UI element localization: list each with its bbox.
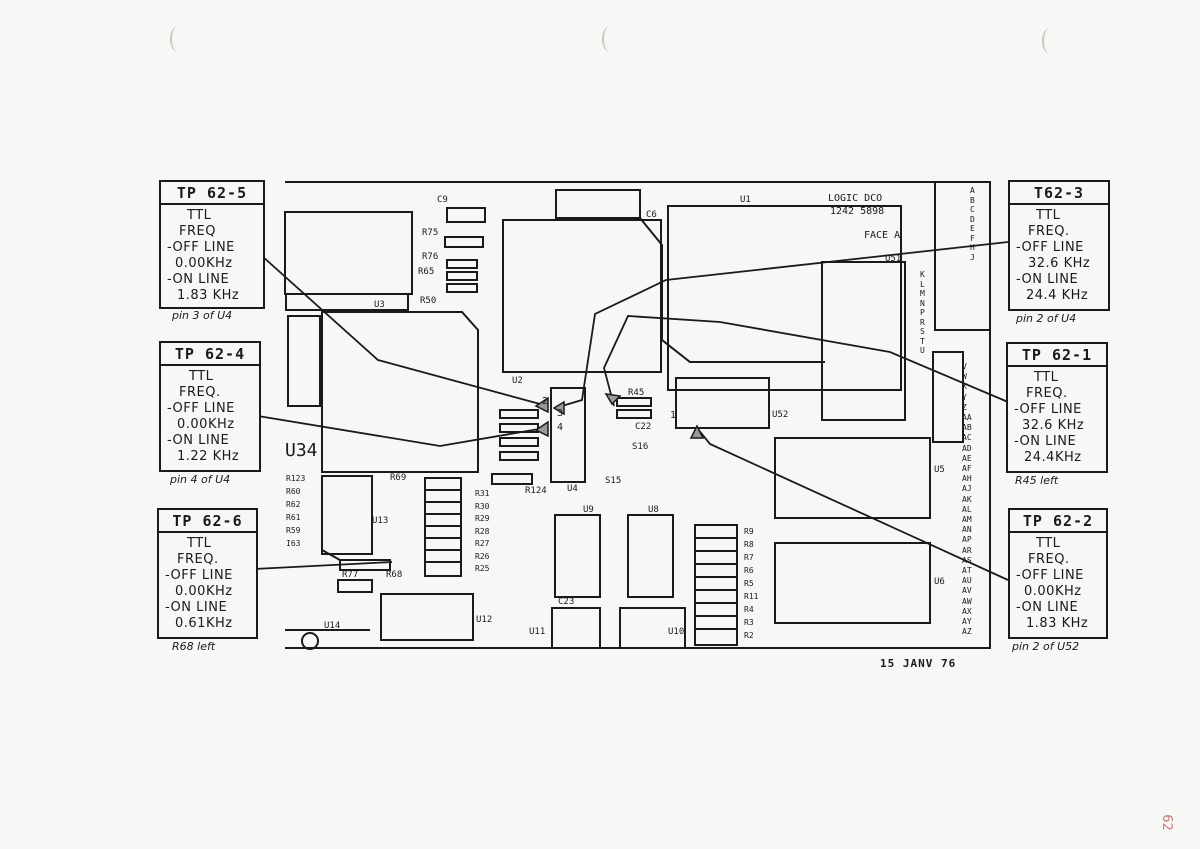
label-r76: R76: [422, 252, 439, 262]
tp62-2-note: pin 2 of U52: [1012, 640, 1080, 653]
label-s15: S15: [605, 476, 622, 486]
label-u34: U34: [285, 440, 318, 461]
chip-u4: [550, 387, 586, 483]
label-u6: U6: [934, 577, 945, 587]
tp62-6-note: R68 left: [172, 640, 216, 653]
label-c22: C22: [635, 422, 652, 432]
label-pin3: 3: [557, 408, 564, 419]
board-date: 15 JANV 76: [880, 657, 957, 670]
label-c23: C23: [558, 597, 575, 607]
label-r77: R77: [342, 570, 359, 580]
chip-u9: [554, 514, 601, 598]
label-r69: R69: [390, 473, 407, 483]
hatch-strip: [285, 293, 409, 311]
chip-u51: [821, 261, 906, 421]
chip-u1: [667, 205, 902, 391]
test-point-tp62-1: TP 62-1 TTL FREQ. -OFF LINE 32.6 KHz -ON…: [1006, 342, 1108, 473]
label-pin4: 4: [557, 422, 564, 433]
label-r45: R45: [628, 388, 645, 398]
leader-tp6: [253, 561, 393, 570]
tp-title: TP 62-4: [161, 343, 259, 366]
test-point-tp62-5: TP 62-5 TTL FREQ -OFF LINE 0.00KHz -ON L…: [159, 180, 265, 309]
resistor-pack-right: [932, 351, 964, 443]
chip-u6: [774, 542, 931, 624]
label-r75: R75: [422, 228, 439, 238]
label-r50: R50: [420, 296, 437, 306]
chip-u52: [675, 377, 770, 429]
leader-tp1: [603, 315, 1009, 407]
tp62-4-note: pin 4 of U4: [170, 473, 231, 486]
label-u8: U8: [648, 505, 659, 515]
board-outline: [285, 181, 991, 649]
resistor-list-right: R9 R8 R7 R6 R5 R11 R4 R3 R2: [744, 527, 759, 640]
chip-u11: [551, 607, 601, 648]
t62-3-note: pin 2 of U4: [1016, 312, 1077, 325]
label-r68: R68: [386, 570, 403, 580]
capacitor-c6: [555, 189, 641, 219]
label-u4: U4: [567, 484, 578, 494]
label-u11: U11: [529, 627, 546, 637]
chip-u12: [380, 593, 474, 641]
label-u10: U10: [668, 627, 685, 637]
label-u14: U14: [324, 621, 341, 631]
test-point-tp62-6: TP 62-6 TTL FREQ. -OFF LINE 0.00KHz -ON …: [157, 508, 258, 639]
test-point-tp62-2: TP 62-2 TTL FREQ. -OFF LINE 0.00KHz -ON …: [1008, 508, 1108, 639]
leader-tp5: [261, 255, 541, 405]
punch-hole-right: [1042, 28, 1058, 54]
label-pin1: 1: [670, 410, 677, 421]
resistor-list-left: R123 R60 R62 R61 R59 I63: [286, 474, 306, 548]
punch-hole-center: [602, 26, 618, 52]
board-face: FACE A: [864, 230, 901, 241]
tp-title: T62-3: [1010, 182, 1108, 205]
test-point-t62-3: T62-3 TTL FREQ. -OFF LINE 32.6 KHz -ON L…: [1008, 180, 1110, 311]
label-u12: U12: [476, 615, 493, 625]
tp-title: TP 62-2: [1010, 510, 1106, 533]
board-title: LOGIC DCO: [828, 193, 883, 204]
label-u1: U1: [740, 195, 751, 205]
margin-mark: 62: [1158, 814, 1174, 831]
resistor-stack-r9-r2: [694, 524, 738, 646]
chip-u34-upper: [284, 211, 413, 295]
label-u2: U2: [512, 376, 523, 386]
resistor-list-mid: R31 R30 R29 R28 R27 R26 R25: [475, 489, 490, 573]
edge-connector-top: A B C D E F H J: [970, 186, 975, 262]
label-r65: R65: [418, 267, 435, 277]
label-c6: C6: [646, 210, 657, 220]
label-u5: U5: [934, 465, 945, 475]
label-u51: U51: [885, 254, 902, 264]
tp62-5-note: pin 3 of U4: [172, 309, 233, 322]
tp-title: TP 62-1: [1008, 344, 1106, 367]
label-c9: C9: [437, 195, 448, 205]
tp62-1-note: R45 left: [1015, 474, 1059, 487]
chip-u3: [321, 311, 479, 473]
label-r124: R124: [525, 486, 547, 496]
chip-u13: [321, 475, 373, 555]
edge-connector-mid: K L M N P R S T U: [920, 270, 925, 355]
chip-u8: [627, 514, 674, 598]
leader-tp3: [554, 241, 1009, 409]
tp-title: TP 62-5: [161, 182, 263, 205]
chip-u5: [774, 437, 931, 519]
leader-tp4: [257, 415, 546, 447]
chip-u2: [502, 219, 662, 373]
board-part-number: 1242 5898: [830, 206, 885, 217]
edge-connector-bottom: V W X Y Z AA AB AC AD AE AF AH AJ AK AL …: [962, 362, 972, 637]
chip-u10: [619, 607, 686, 648]
label-u52: U52: [772, 410, 789, 420]
label-u3: U3: [374, 300, 385, 310]
test-point-tp62-4: TP 62-4 TTL FREQ. -OFF LINE 0.00KHz -ON …: [159, 341, 261, 472]
punch-hole-left: [170, 26, 186, 52]
label-pin2: 2: [542, 396, 549, 407]
label-s16: S16: [632, 442, 649, 452]
tp-title: TP 62-6: [159, 510, 256, 533]
label-u13: U13: [372, 516, 389, 526]
label-u9: U9: [583, 505, 594, 515]
capacitor-c2: [287, 315, 321, 407]
